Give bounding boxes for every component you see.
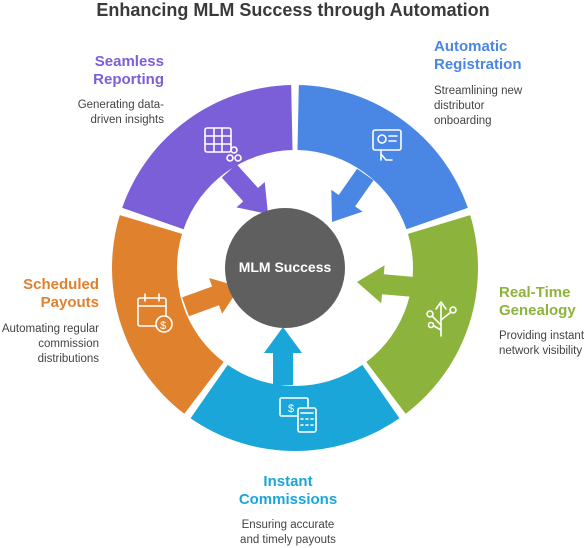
instant-commissions-desc: Ensuring accurate and timely payouts [240,519,336,546]
seamless-reporting-segment [122,85,293,230]
instant-commissions-arrow [264,327,302,385]
calendar-dollar-icon: $ [137,293,173,333]
center-circle [225,208,345,328]
registration-icon [372,129,402,161]
svg-text:$: $ [160,320,166,332]
table-share-icon [204,127,242,162]
seamless-reporting-arrow [221,164,268,214]
automatic-registration-title: Automatic Registration [434,38,522,73]
diagram-title: Enhancing MLM Success through Automation [96,0,490,20]
svg-text:$: $ [288,403,294,415]
real-time-genealogy-desc: Providing instant network visibility [499,330,585,357]
seamless-reporting-title: Seamless Reporting [93,53,164,88]
scheduled-payouts-segment [111,215,224,414]
tree-network-icon [426,301,457,337]
real-time-genealogy-segment [366,215,478,414]
instant-commissions-segment [190,364,400,451]
automatic-registration-desc: Streamlining new distributor onboarding [434,85,523,127]
segment-ring [111,85,478,451]
center-label: MLM Success [238,259,332,275]
real-time-genealogy-title: Real-Time Genealogy [499,284,576,319]
money-calculator-icon: $ [279,397,317,433]
scheduled-payouts-arrow [182,278,240,317]
real-time-genealogy-arrow [357,265,416,304]
seamless-reporting-desc: Generating data- driven insights [77,99,164,126]
instant-commissions-title: Instant Commissions [238,473,338,508]
scheduled-payouts-title: Scheduled Payouts [23,276,99,311]
automatic-registration-arrow [331,168,374,222]
scheduled-payouts-desc: Automating regular commission distributi… [1,323,99,365]
